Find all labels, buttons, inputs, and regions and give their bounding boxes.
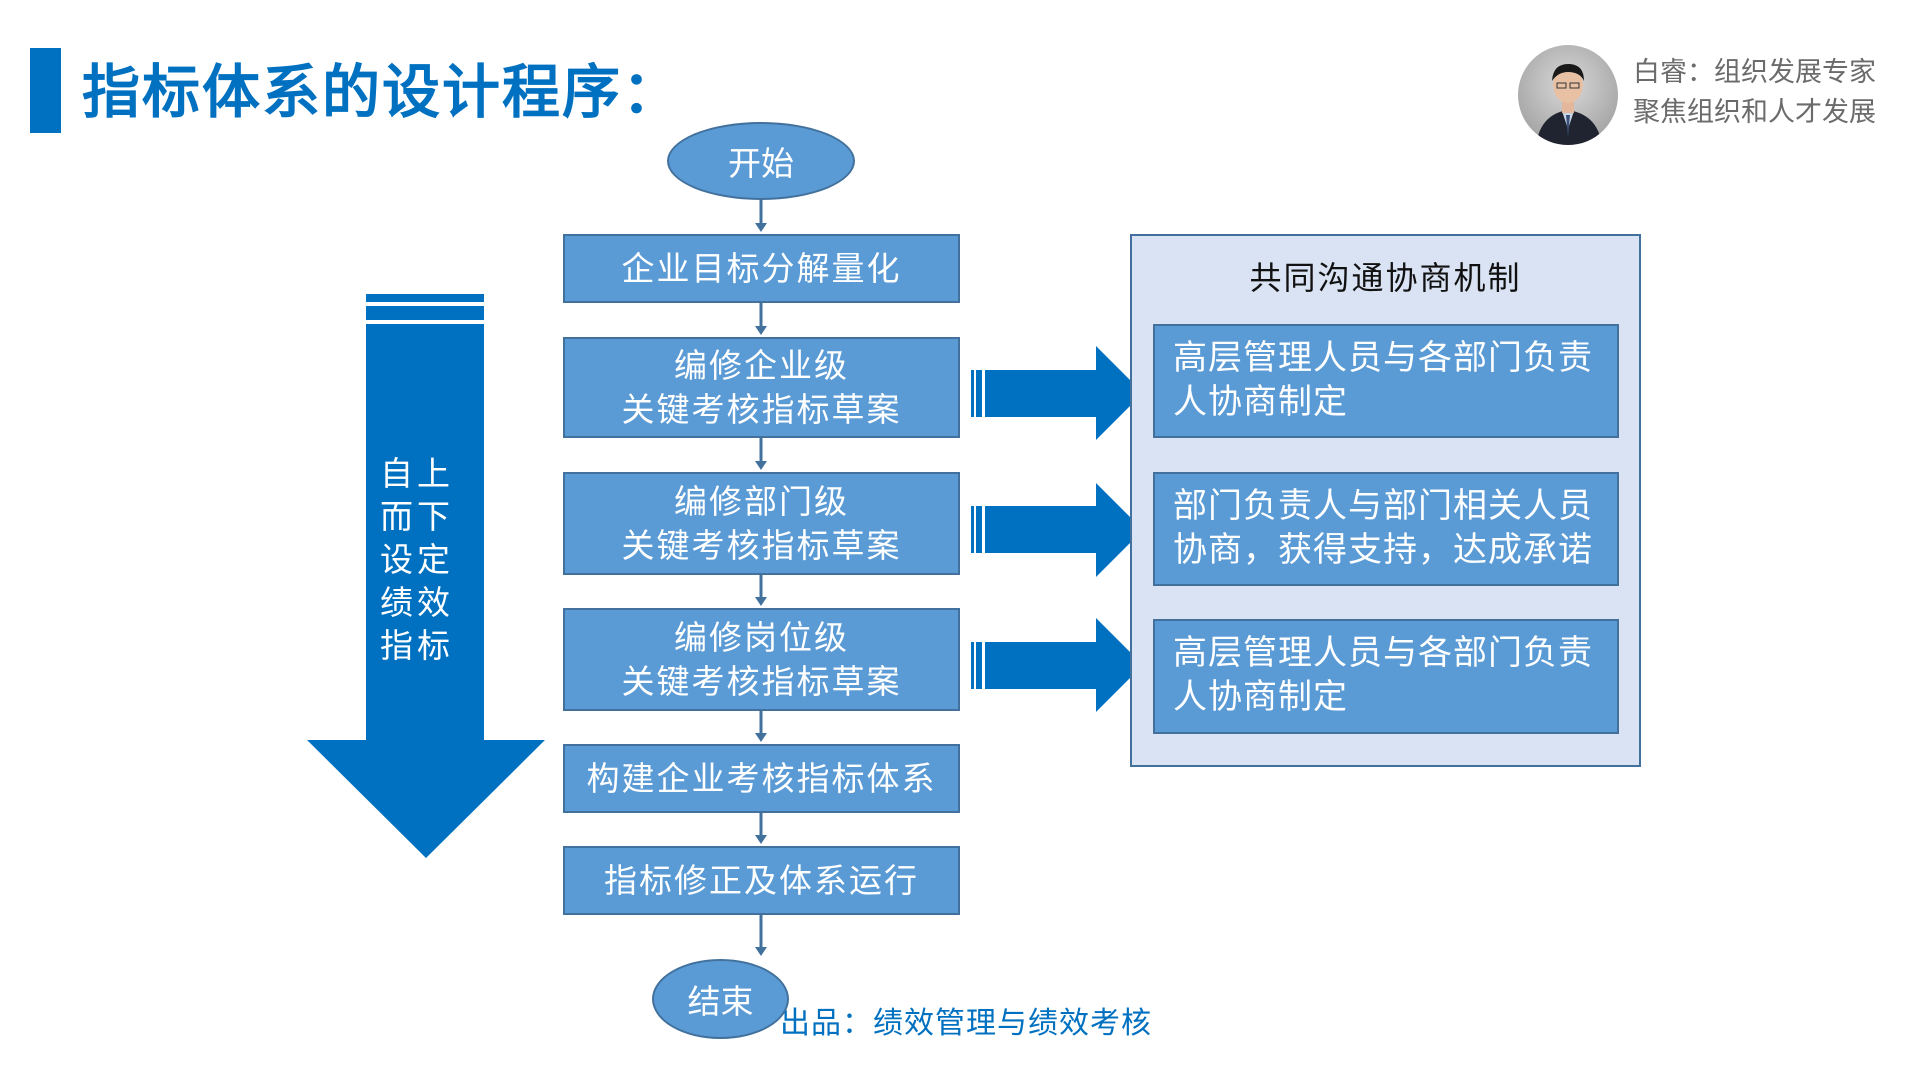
flow-step-text: 构建企业考核指标体系 — [586, 758, 937, 798]
author-tagline: 聚焦组织和人才发展 — [1633, 97, 1876, 128]
negotiation-item-text: 人协商制定 — [1173, 382, 1348, 422]
negotiation-item-text: 高层管理人员与各部门负责 — [1173, 633, 1593, 673]
right-arrow-icon — [971, 483, 1143, 577]
flow-step-text: 编修部门级 — [674, 481, 849, 521]
top-down-label: 自上 而下 设定 绩效 指标 — [380, 452, 460, 667]
top-down-label-line: 绩效 — [380, 583, 454, 622]
connector-arrow-icon — [755, 438, 767, 470]
connector-arrow-icon — [755, 813, 767, 844]
flow-step-text: 编修岗位级 — [674, 617, 849, 657]
flow-step-text: 关键考核指标草案 — [621, 389, 902, 429]
flow-step-3: 编修部门级 关键考核指标草案 — [563, 472, 960, 575]
flow-end: 结束 — [652, 959, 789, 1039]
flow-step-text: 编修企业级 — [674, 345, 849, 385]
author-title: 白睿：组织发展专家 — [1633, 57, 1876, 88]
flow-step-text: 关键考核指标草案 — [621, 525, 902, 565]
flow-step-1: 企业目标分解量化 — [563, 234, 960, 303]
flow-step-2: 编修企业级 关键考核指标草案 — [563, 337, 960, 438]
connector-arrow-icon — [755, 915, 767, 956]
top-down-label-line: 而下 — [380, 497, 454, 536]
negotiation-item-text: 部门负责人与部门相关人员 — [1173, 486, 1593, 526]
flow-step-text: 指标修正及体系运行 — [604, 860, 919, 900]
negotiation-item-text: 高层管理人员与各部门负责 — [1173, 338, 1593, 378]
title-accent-bar — [30, 48, 61, 133]
flow-step-text: 企业目标分解量化 — [621, 248, 902, 288]
negotiation-item-text: 人协商制定 — [1173, 677, 1348, 717]
connector-arrow-icon — [755, 711, 767, 742]
page-title: 指标体系的设计程序： — [82, 58, 683, 126]
negotiation-item-3: 高层管理人员与各部门负责 人协商制定 — [1153, 619, 1619, 734]
flow-step-6: 指标修正及体系运行 — [563, 846, 960, 915]
negotiation-panel-title: 共同沟通协商机制 — [1249, 259, 1522, 297]
flow-start: 开始 — [667, 122, 855, 200]
right-arrow-icon — [971, 618, 1143, 712]
author-avatar — [1518, 45, 1618, 145]
flow-step-text: 关键考核指标草案 — [621, 661, 902, 701]
flow-step-4: 编修岗位级 关键考核指标草案 — [563, 608, 960, 711]
top-down-label-line: 设定 — [380, 540, 454, 579]
negotiation-item-1: 高层管理人员与各部门负责 人协商制定 — [1153, 324, 1619, 438]
top-down-label-line: 自上 — [380, 454, 454, 493]
person-photo-icon — [1536, 63, 1602, 145]
connector-arrow-icon — [755, 303, 767, 335]
top-down-arrow-icon — [307, 294, 545, 858]
connector-arrow-icon — [755, 575, 767, 606]
top-down-label-line: 指标 — [380, 626, 454, 665]
right-arrow-icon — [971, 346, 1143, 440]
negotiation-item-2: 部门负责人与部门相关人员 协商，获得支持，达成承诺 — [1153, 472, 1619, 586]
connector-arrow-icon — [755, 200, 767, 232]
negotiation-item-text: 协商，获得支持，达成承诺 — [1173, 530, 1593, 570]
flow-step-5: 构建企业考核指标体系 — [563, 744, 960, 813]
footer-credit: 出品：绩效管理与绩效考核 — [780, 1006, 1152, 1041]
